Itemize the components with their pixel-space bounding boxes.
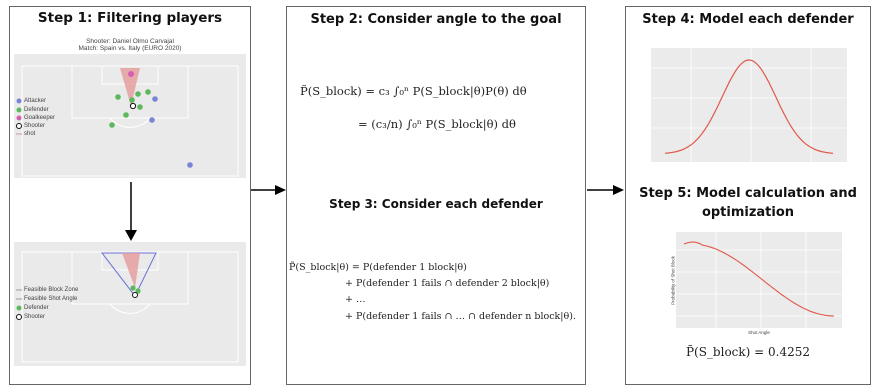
legend-shot-angle-label: Feasible Shot Angle <box>24 296 78 302</box>
block-probability-curve <box>683 241 834 317</box>
defender-marker <box>129 97 135 103</box>
attacker-marker <box>152 96 158 102</box>
legend-shooter-label: Shooter <box>24 314 46 320</box>
step3-title: Step 3: Consider each defender <box>329 197 543 211</box>
step3-equation-line1: P̃(S_block|θ) = P(defender 1 block|θ) <box>289 262 467 273</box>
defender-marker <box>145 89 151 95</box>
match-caption: Match: Spain vs. Italy (EURO 2020) <box>78 45 182 52</box>
step2-equation-line2: = (c₃/n) ∫₀ⁿ P(S_block|θ) dθ <box>358 117 516 131</box>
legend-goalkeeper-label: Goalkeeper <box>24 115 56 121</box>
legend-defender-swatch <box>16 107 22 113</box>
step2-3-panel <box>286 6 586 385</box>
legend-defender-label: Defender <box>24 305 49 311</box>
feasible-shot-angle <box>122 253 140 288</box>
defender-marker <box>135 288 141 294</box>
pitch-bottom: Feasible Block Zone Feasible Shot Angle … <box>14 242 246 366</box>
goalkeeper-marker <box>128 71 134 77</box>
pitch-top-drawing <box>16 65 239 177</box>
step1-title: Step 1: Filtering players <box>37 10 223 26</box>
step5-plot <box>676 232 842 328</box>
defender-marker <box>115 94 121 100</box>
arrow-step1-to-step2 <box>251 185 286 195</box>
gaussian-curve <box>664 59 834 154</box>
step3-equation-line3: + … <box>345 294 366 305</box>
step4-plot <box>651 48 847 162</box>
step2-title: Step 2: Consider angle to the goal <box>310 12 562 27</box>
shooter-caption: Shooter: Daniel Olmo Carvajal <box>86 38 174 45</box>
step3-equation-line2: + P(defender 1 fails ∩ defender 2 block|… <box>345 278 550 289</box>
defender-marker <box>130 285 136 291</box>
legend-attacker-swatch <box>16 98 22 104</box>
step5-title-line2: optimization <box>701 205 795 220</box>
legend-defender-swatch <box>16 305 22 311</box>
defender-marker <box>123 112 129 118</box>
defender-marker <box>109 122 115 128</box>
step4-plot-svg <box>651 48 847 162</box>
legend-shooter-swatch <box>16 314 22 320</box>
legend-goalkeeper-swatch <box>16 115 22 121</box>
defender-marker <box>137 104 143 110</box>
step5-xlabel: Shot Angle <box>748 330 770 335</box>
defender-marker <box>135 91 141 97</box>
legend-shot-label: shot <box>24 131 36 137</box>
step3-equation-line4: + P(defender 1 fails ∩ … ∩ defender n bl… <box>345 311 576 322</box>
step4-title: Step 4: Model each defender <box>642 12 854 27</box>
legend-block-zone-label: Feasible Block Zone <box>24 287 79 293</box>
shooter-marker <box>132 292 138 298</box>
shooter-marker <box>129 102 137 110</box>
shot-angle-wedge <box>120 68 140 106</box>
pitch-bottom-drawing <box>16 251 239 363</box>
legend-shooter-label: Shooter <box>24 123 46 129</box>
pitch-top: Attacker Defender Goalkeeper Shooter sho… <box>14 54 246 178</box>
legend-shooter-swatch <box>16 123 22 129</box>
attacker-marker <box>187 162 193 168</box>
step2-equation-line1: P̃(S_block) = c₃ ∫₀ⁿ P(S_block|θ)P(θ) dθ <box>300 84 527 98</box>
legend-attacker-label: Attacker <box>24 98 47 104</box>
legend-defender-label: Defender <box>24 107 49 113</box>
step5-ylabel: Probability of Shot Block <box>670 256 676 305</box>
down-arrow <box>125 182 137 241</box>
arrow-step3-to-step4 <box>587 185 624 195</box>
step5-plot-svg <box>676 232 842 328</box>
step5-result: P̃(S_block) = 0.4252 <box>685 345 811 359</box>
attacker-marker <box>149 117 155 123</box>
step5-title-line1: Step 5: Model calculation and <box>639 186 857 201</box>
